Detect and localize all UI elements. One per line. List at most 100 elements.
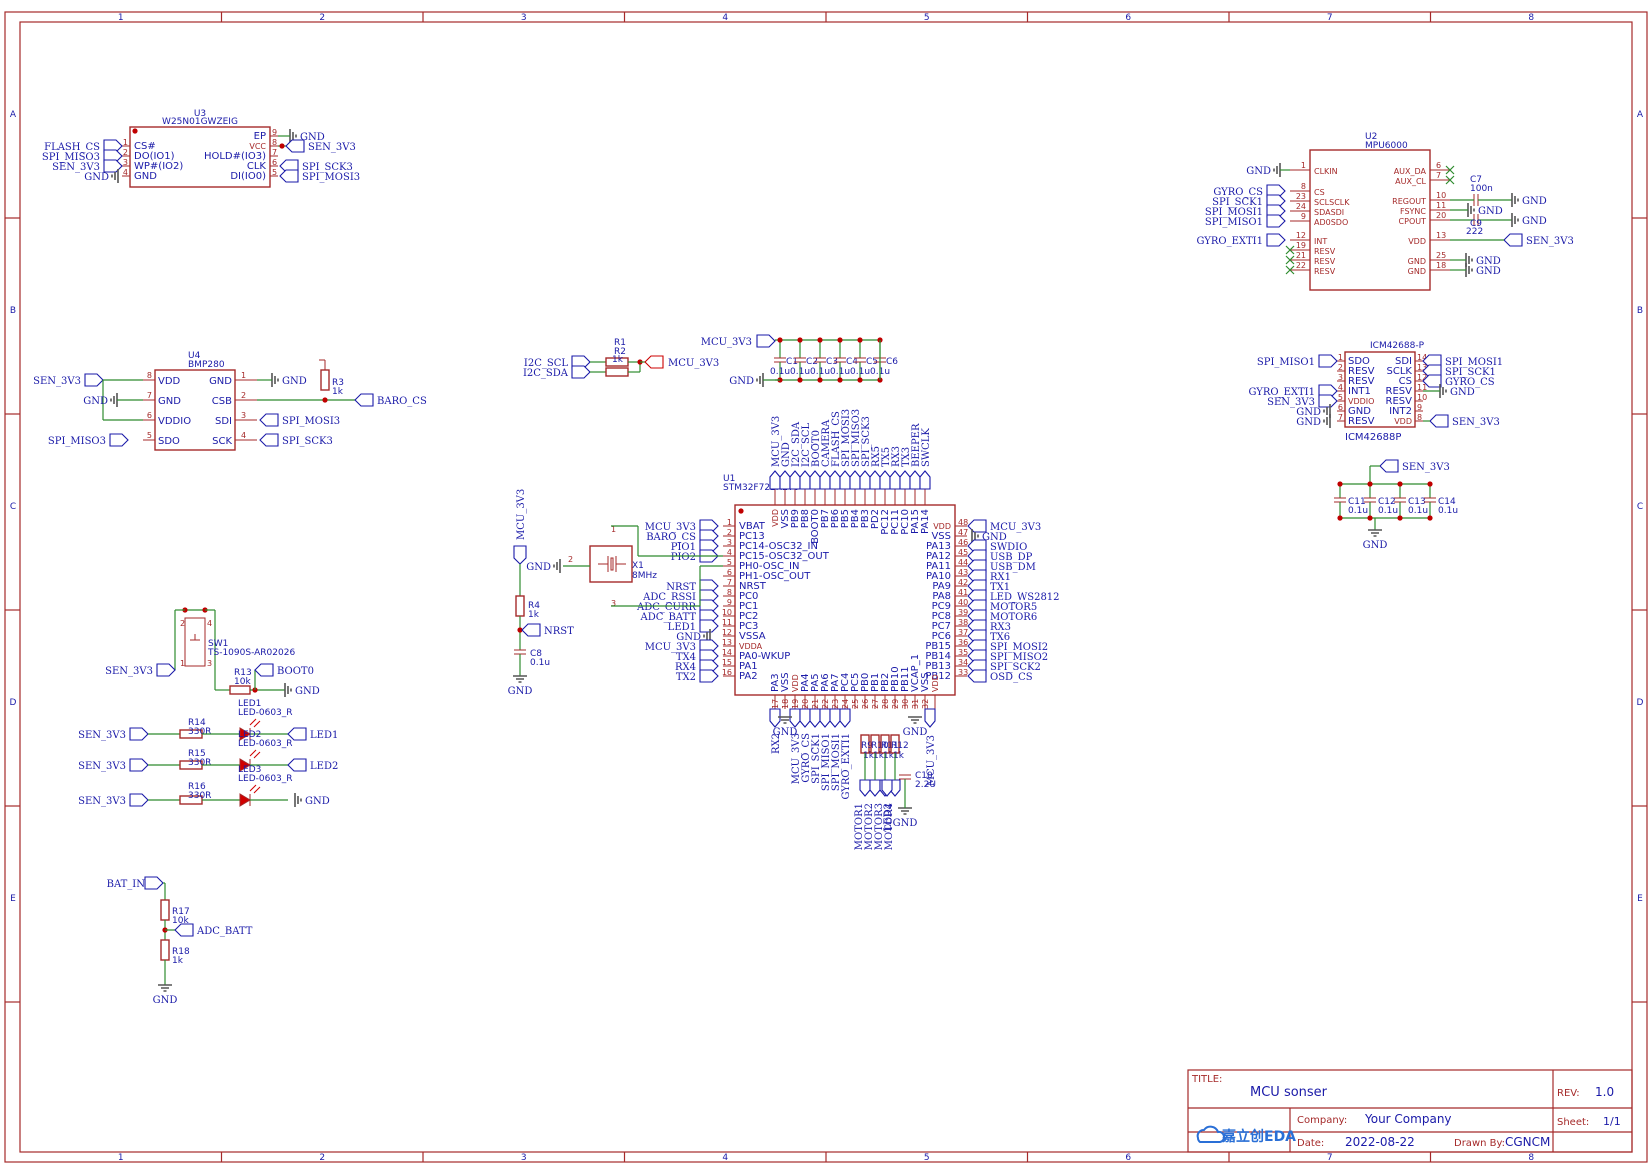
sw1-pin3: 3	[207, 659, 212, 668]
u1-pin-num: 30	[901, 699, 910, 709]
u3-pin-name: EP	[254, 131, 266, 142]
gnd-label: GND	[305, 796, 330, 807]
junction-dot	[797, 377, 803, 383]
u1-top-flag	[829, 470, 841, 490]
junction-dot	[517, 627, 523, 633]
led-r-val: 330R	[188, 758, 211, 768]
u1-net-top: FLASH_CS	[831, 411, 842, 467]
u3-pin-num: 4	[123, 168, 128, 177]
cap-plates	[774, 357, 786, 363]
u2-pin-num: 18	[1436, 261, 1446, 270]
u2-gnd-clkin: GND	[1246, 163, 1281, 177]
no-connect-icon	[1285, 245, 1295, 255]
sw1-pwr-flag	[156, 663, 176, 677]
nrst-r4-val: 1k	[528, 610, 540, 620]
u2-gnd-fsync: GND	[1467, 203, 1503, 217]
led-diode-icon	[239, 793, 251, 807]
u1-pin-num: 44	[958, 558, 968, 567]
u4-pin-num: 5	[147, 431, 152, 440]
icm-part: ICM42688P	[1345, 432, 1401, 443]
icm42688-symbol: ICM42688-PICM42688PSDO1RESV2RESV3INT14VD…	[1248, 341, 1503, 443]
capsr-net-sen3v3: SEN_3V3	[1402, 462, 1450, 473]
title-label: TITLE:	[1191, 1074, 1222, 1085]
u1-top-flag	[859, 470, 871, 490]
sw1-boot0-flag	[254, 663, 274, 677]
u1-net-left-flag	[699, 619, 719, 633]
u1-pin-num: 12	[722, 628, 732, 637]
batt-r17-ref: R17	[172, 907, 190, 917]
u1-pin-name: PC14-OSC32_IN	[739, 541, 818, 552]
u1-pin-num: 9	[727, 598, 732, 607]
batt-r17	[160, 899, 170, 921]
led-pwr: SEN_3V3	[78, 761, 126, 772]
u4-net-sen3v3: SEN_3V3	[33, 376, 81, 387]
junction-dot	[1337, 515, 1343, 521]
junction-dot	[1397, 515, 1403, 521]
gnd-bars-icon	[1368, 529, 1382, 537]
u1-net-right: SPI_MISO2	[990, 652, 1048, 663]
icm-pin-num: 9	[1417, 403, 1422, 412]
led-part: LED-0603_R	[238, 774, 293, 784]
u1-pin-name: PA6	[820, 673, 831, 692]
u1-bottom-flag	[769, 708, 781, 728]
u3-flash-symbol: U3W25N01GWZEIGCS#1DO(IO1)2WP#(IO2)3GND4E…	[42, 109, 360, 188]
cloud-logo-icon	[1196, 1125, 1226, 1143]
capsm-net: MCU_3V3	[701, 337, 752, 348]
led-pwr-flag	[129, 793, 149, 807]
u1-pin-name: PC2	[739, 611, 758, 622]
u2-net-mosi1: SPI_MOSI1	[1205, 207, 1263, 218]
led-pwr-flag	[129, 758, 149, 772]
u3-net-miso3: SPI_MISO3	[42, 152, 100, 163]
batt-r18	[160, 939, 170, 961]
u1-pin-name: PB13	[925, 661, 951, 672]
led-net: LED1	[310, 730, 338, 741]
cap-plates	[1394, 497, 1406, 503]
u4-net-sck3: SPI_SCK3	[282, 436, 333, 447]
icm-pin-name: INT1	[1348, 386, 1371, 397]
u2-gnd-2: GND	[1465, 263, 1501, 277]
u2-c7-val: 100n	[1470, 184, 1493, 194]
sw1-body	[184, 617, 206, 667]
batt-r18-val: 1k	[172, 956, 184, 966]
capsr-cap	[1424, 497, 1436, 503]
u1-pin-name: PA7	[830, 673, 841, 692]
u1-pin-num: 41	[958, 588, 968, 597]
gnd-bars-icon	[513, 675, 527, 683]
sw1-pin1: 1	[180, 659, 185, 668]
u1-pin-name: VSS	[780, 672, 791, 692]
column-label-bottom: 8	[1528, 1153, 1534, 1163]
led-net: LED2	[310, 761, 338, 772]
u1-net-right-flag	[967, 519, 987, 533]
u1-net-motor: MOTOR4	[884, 803, 895, 850]
u1-pin-num: 19	[791, 699, 800, 709]
u2-net-gyro-exti1-flag	[1266, 233, 1286, 247]
u3-pin-name: GND	[134, 171, 157, 182]
u3-part: W25N01GWZEIG	[162, 117, 238, 127]
gnd-bars-icon	[284, 683, 292, 697]
gnd-label: GND	[1296, 407, 1321, 418]
column-label-bottom: 1	[118, 1153, 124, 1163]
column-label-top: 5	[924, 13, 930, 23]
u3-pin1-marker	[132, 128, 138, 134]
i2c-val: 1k	[612, 355, 624, 365]
u1-net-right: MCU_3V3	[990, 522, 1041, 533]
sw1-boot0: BOOT0	[277, 666, 314, 677]
junction-dot	[1397, 481, 1403, 487]
u2-pin-num: 8	[1301, 182, 1306, 191]
u1-pin-num: 14	[722, 648, 732, 657]
u4-net-mosi3-flag	[259, 413, 279, 427]
u1-net-left: BARO_CS	[646, 532, 696, 543]
u1-pin-num: 5	[727, 558, 732, 567]
u1-pin-num: 15	[722, 658, 732, 667]
gnd-label: GND	[1476, 266, 1501, 277]
u1-pin-num: 16	[722, 668, 732, 677]
u2-pin-name: AUX_DA	[1394, 167, 1427, 176]
u2-pin-name: CPOUT	[1399, 217, 1427, 226]
led-gnd: GND	[294, 793, 330, 807]
u1-pin-num: 31	[911, 699, 920, 709]
gnd-label: GND	[1476, 256, 1501, 267]
u4-pin-num: 2	[241, 391, 246, 400]
icm-gnd-2: GND	[1296, 414, 1331, 428]
